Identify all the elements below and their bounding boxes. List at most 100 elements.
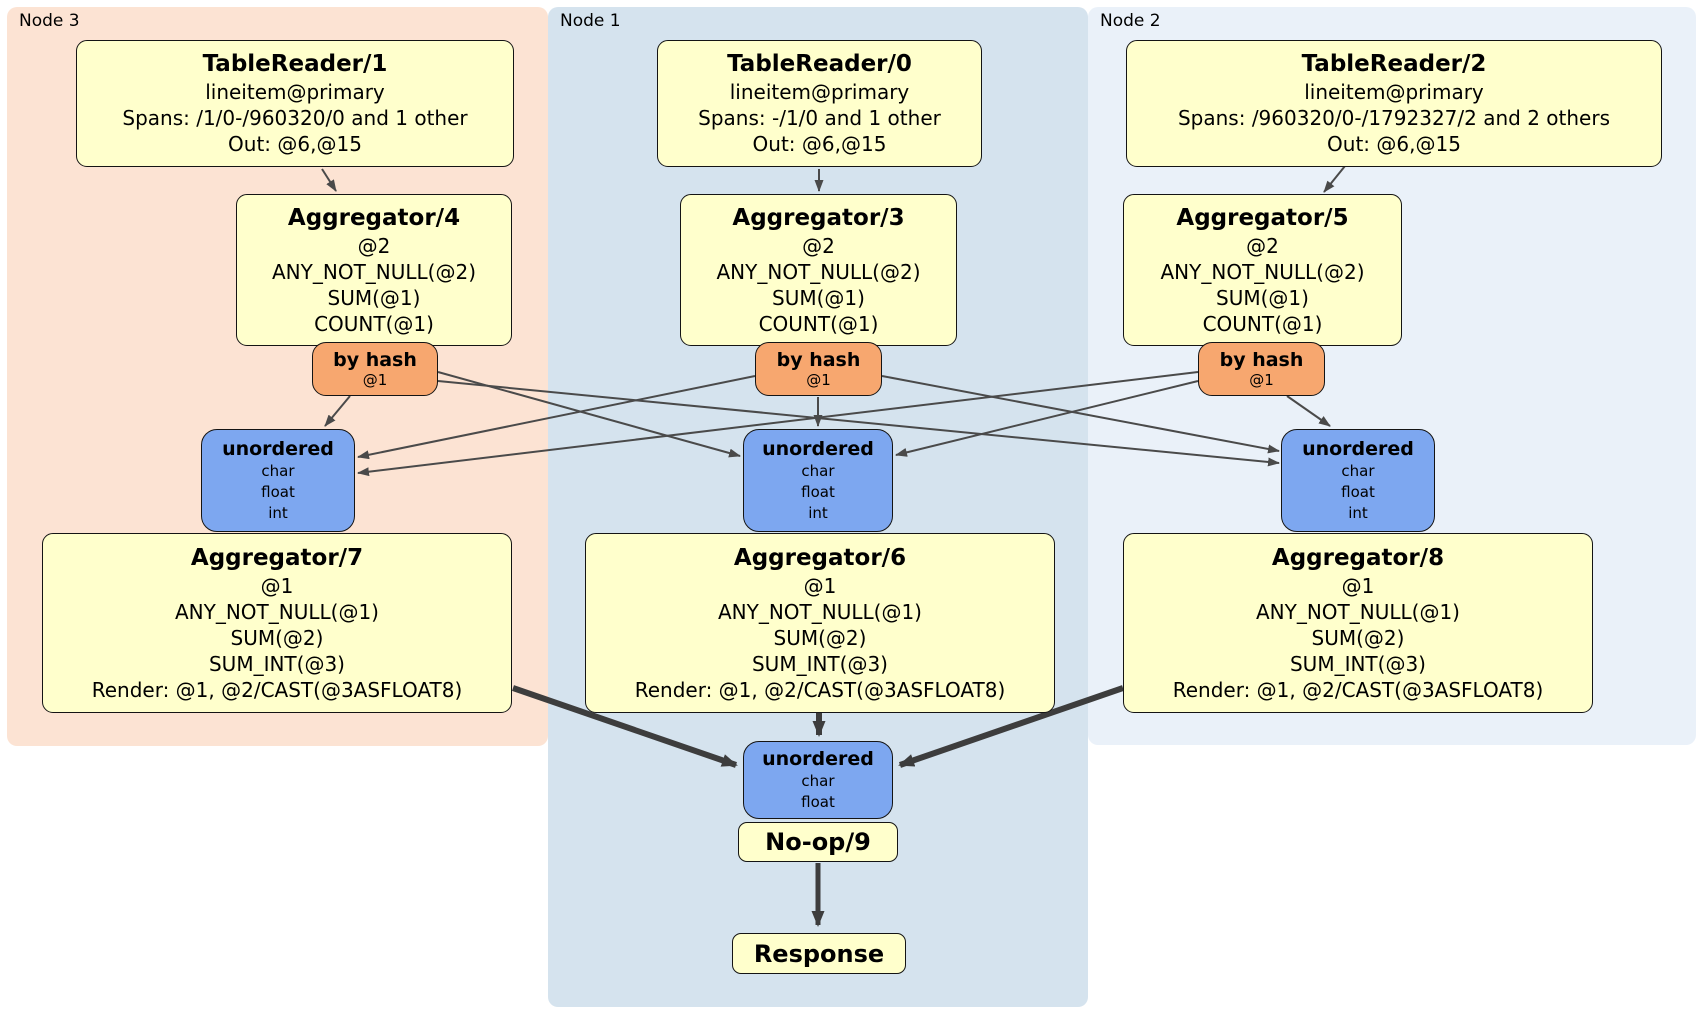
text-line: Out: @6,@15 bbox=[752, 132, 887, 156]
text-line: int bbox=[808, 504, 828, 522]
text-line: ANY_NOT_NULL(@2) bbox=[272, 259, 476, 284]
edge-hash2-unord2 bbox=[1286, 395, 1331, 427]
box-title: Aggregator/7 bbox=[190, 544, 364, 571]
text-line: char bbox=[261, 462, 295, 480]
edge-hash1-unord3 bbox=[357, 375, 756, 460]
text-line: SUM_INT(@3) bbox=[1289, 651, 1426, 676]
text-line: @2 bbox=[357, 233, 391, 258]
text-line: float bbox=[1341, 483, 1375, 501]
text-line: ANY_NOT_NULL(@1) bbox=[1255, 599, 1460, 624]
node1-label: Node 1 bbox=[560, 11, 621, 31]
text-line: SUM(@2) bbox=[773, 625, 867, 650]
text-line: SUM(@2) bbox=[1311, 625, 1405, 650]
hash-router-node3: by hash @1 bbox=[312, 342, 438, 396]
edge-hash2-unord1 bbox=[895, 380, 1199, 457]
text-line: COUNT(@1) bbox=[758, 311, 879, 336]
text-line: float bbox=[801, 483, 835, 501]
text-line: SUM(@1) bbox=[327, 285, 421, 310]
router-detail: @1 bbox=[1249, 371, 1274, 389]
text-line: int bbox=[1348, 504, 1368, 522]
text-line: SUM(@1) bbox=[772, 285, 865, 310]
box-title: Aggregator/4 bbox=[287, 204, 461, 231]
text-line: lineitem@primary bbox=[729, 80, 910, 104]
edge-tr1-agg4 bbox=[321, 168, 337, 192]
text-line: SUM_INT(@3) bbox=[751, 651, 888, 676]
box-title: TableReader/1 bbox=[202, 51, 388, 77]
text-line: @1 bbox=[1341, 573, 1375, 598]
text-line: lineitem@primary bbox=[205, 80, 385, 104]
edge-agg8-unordfinal bbox=[898, 685, 1124, 768]
router-title: by hash bbox=[1219, 349, 1304, 371]
edge-hash1-unord2 bbox=[881, 375, 1280, 454]
text-line: SUM(@2) bbox=[230, 625, 324, 650]
box-title: Aggregator/5 bbox=[1176, 204, 1349, 231]
text-line: Out: @6,@15 bbox=[1327, 132, 1461, 156]
text-line: ANY_NOT_NULL(@2) bbox=[1160, 259, 1365, 284]
edge-hash3-unord3 bbox=[324, 395, 351, 427]
edge-tr2-agg5 bbox=[1323, 165, 1346, 193]
text-line: ANY_NOT_NULL(@1) bbox=[174, 599, 379, 624]
text-line: Spans: /960320/0-/1792327/2 and 2 others bbox=[1177, 106, 1610, 130]
sync-title: unordered bbox=[762, 438, 874, 460]
text-line: SUM_INT(@3) bbox=[208, 651, 345, 676]
router-title: by hash bbox=[333, 349, 417, 371]
sync-title: unordered bbox=[222, 438, 334, 460]
text-line: COUNT(@1) bbox=[1202, 311, 1323, 336]
text-line: float bbox=[801, 793, 835, 811]
edge-hash3-unord2 bbox=[437, 380, 1280, 467]
text-line: Render: @1, @2/CAST(@3ASFLOAT8) bbox=[1172, 677, 1544, 702]
box-title: Aggregator/3 bbox=[732, 204, 905, 231]
sync-title: unordered bbox=[762, 748, 874, 770]
sync-title: unordered bbox=[1302, 438, 1414, 460]
text-line: ANY_NOT_NULL(@2) bbox=[716, 259, 921, 284]
node3-label: Node 3 bbox=[19, 11, 80, 31]
text-line: @2 bbox=[1246, 233, 1279, 258]
text-line: Out: @6,@15 bbox=[228, 132, 362, 156]
edge-hash2-unord3 bbox=[357, 371, 1199, 477]
unordered-sync-node2: unordered char float int bbox=[1281, 429, 1435, 532]
node2-label: Node 2 bbox=[1100, 11, 1161, 31]
sync-lines: char float int bbox=[1341, 461, 1375, 524]
text-line: Render: @1, @2/CAST(@3ASFLOAT8) bbox=[91, 677, 463, 702]
box-title: TableReader/2 bbox=[1301, 51, 1487, 77]
box-title: TableReader/0 bbox=[727, 51, 912, 77]
noop-box: No-op/9 bbox=[738, 822, 898, 862]
box-title: Aggregator/6 bbox=[733, 544, 907, 571]
router-title: by hash bbox=[776, 349, 861, 371]
router-detail: @1 bbox=[362, 371, 388, 389]
text-line: @1 bbox=[260, 573, 294, 598]
text-line: int bbox=[268, 504, 288, 522]
hash-router-node2: by hash @1 bbox=[1198, 342, 1325, 396]
text-line: ANY_NOT_NULL(@1) bbox=[717, 599, 922, 624]
text-line: Render: @1, @2/CAST(@3ASFLOAT8) bbox=[634, 677, 1006, 702]
text-line: SUM(@1) bbox=[1216, 285, 1309, 310]
text-line: char bbox=[1341, 462, 1375, 480]
hash-router-node1: by hash @1 bbox=[755, 342, 882, 396]
text-line: Spans: /1/0-/960320/0 and 1 other bbox=[122, 106, 468, 130]
text-line: Spans: -/1/0 and 1 other bbox=[698, 106, 941, 130]
